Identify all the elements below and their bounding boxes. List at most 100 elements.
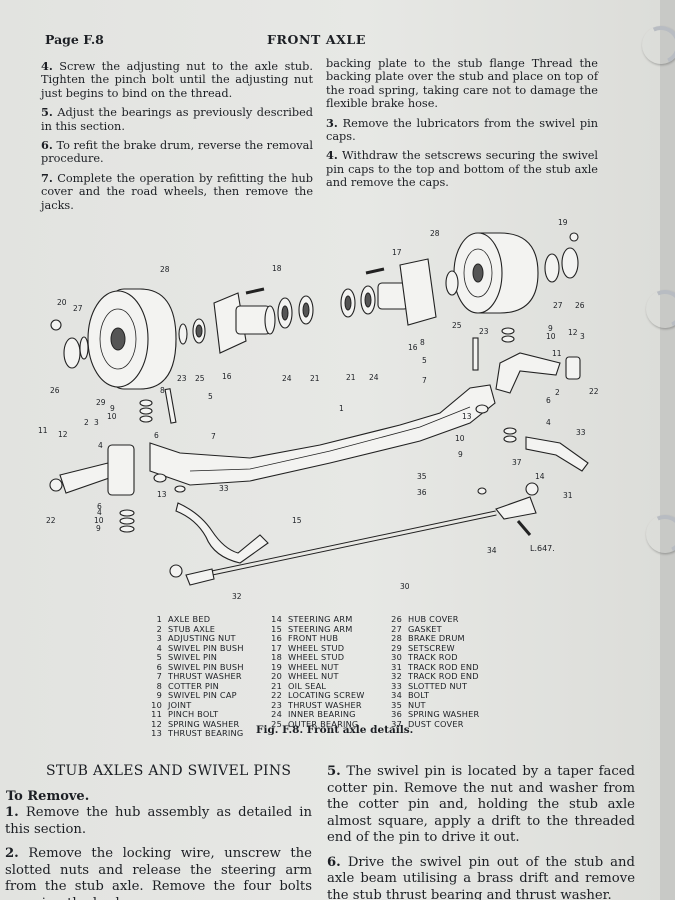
legend-item: 37Dust cover — [388, 718, 479, 730]
legend-number: 17 — [271, 642, 282, 653]
legend-item: 25Outer bearing — [268, 718, 365, 730]
legend-number: 13 — [151, 728, 162, 738]
legend-number: 16 — [271, 633, 282, 643]
callout: 10 — [546, 332, 556, 341]
manual-page: Page F.8 FRONT AXLE 4. Screw the adjusti… — [0, 0, 660, 900]
legend-text: Slotted nut — [408, 680, 468, 691]
legend-item: 36Spring washer — [388, 709, 480, 720]
legend-item: 30Track rod — [388, 652, 479, 663]
legend-text: Hub cover — [408, 614, 459, 624]
legend-number: 1 — [156, 614, 162, 624]
legend-text: Nut — [408, 699, 426, 710]
callout: 22 — [46, 516, 56, 525]
legend-item: 15Steering arm — [268, 624, 365, 635]
legend-number: 37 — [391, 718, 402, 729]
callout: 8 — [160, 386, 165, 395]
callout: 6 — [546, 396, 551, 405]
legend-item: 35 Nut — [388, 699, 479, 711]
left-front-hub — [213, 292, 276, 354]
legend-text: Joint — [168, 699, 192, 710]
legend-text: Oil seal — [288, 680, 327, 691]
legend-number: 2 — [156, 623, 162, 634]
legend-text: Wheel stud — [288, 652, 345, 662]
paragraph: 2. Remove the locking wire, unscrew the … — [5, 846, 312, 900]
section-title: STUB AXLES AND SWIVEL PINS — [46, 763, 292, 779]
callout: 27 — [553, 301, 563, 310]
callout: 36 — [417, 488, 427, 497]
legend-item: 1 Axle bed — [148, 614, 244, 625]
legend-text: Spring washer — [408, 709, 480, 719]
legend-item: 9Swivel pin cap — [148, 690, 244, 701]
paragraph: 5. Adjust the bearings as previously des… — [41, 105, 313, 133]
legend-item: 32Track rod end — [388, 671, 479, 682]
legend-text: Axle bed — [168, 614, 211, 624]
paragraph: 4. Screw the adjusting nut to the axle s… — [41, 59, 314, 100]
legend-item: 18Wheel stud — [268, 652, 365, 663]
callout: 14 — [535, 472, 545, 481]
top-left-column: 4. Screw the adjusting nut to the axle s… — [41, 59, 314, 218]
callout-labels: 1 2 3 2 3 4 6 4 10 9 5 5 6 6 4 7 7 8 8 9 — [38, 218, 599, 601]
legend-item: 33Slotted nut — [388, 680, 479, 692]
callout: 23 — [177, 374, 187, 383]
legend-text: Track rod end — [408, 671, 479, 681]
callout: 17 — [392, 248, 402, 257]
callout: 4 — [97, 508, 102, 517]
legend-number: 20 — [271, 671, 282, 681]
legend-number: 10 — [151, 699, 162, 710]
legend-number: 5 — [156, 652, 162, 662]
paragraph: 5. The swivel pin is located by a taper … — [327, 764, 635, 845]
legend-text: Outer bearing — [288, 718, 359, 729]
legend-text: Gasket — [408, 623, 442, 634]
legend-item: 21Oil seal — [268, 680, 365, 692]
legend-text: Thrust washer — [168, 671, 242, 681]
callout: 29 — [96, 398, 106, 407]
callout: 19 — [558, 218, 568, 227]
legend-number: 19 — [271, 661, 282, 672]
legend-item: 6Swivel pin bush — [148, 661, 244, 673]
paragraph: 6. Drive the swivel pin out of the stub … — [327, 854, 635, 900]
legend-text: Stub axle — [168, 623, 216, 634]
callout: 11 — [552, 349, 562, 358]
callout: 1 — [339, 404, 344, 413]
legend-text: Wheel stud — [288, 642, 345, 653]
legend-item: 19Wheel nut — [268, 661, 365, 673]
callout: 24 — [369, 373, 379, 382]
legend-text: Spring washer — [168, 718, 240, 729]
callout: 25 — [452, 321, 462, 330]
legend-number: 11 — [151, 709, 162, 719]
legend-item: 29Setscrew — [388, 642, 479, 654]
legend-number: 27 — [391, 623, 402, 634]
callout: 24 — [282, 374, 292, 383]
legend-item: 13Thrust bearing — [148, 728, 244, 739]
callout: 3 — [94, 418, 99, 427]
callout: 6 — [97, 502, 102, 511]
callout: 10 — [94, 516, 104, 525]
legend-number: 12 — [151, 718, 162, 729]
legend-text: Wheel nut — [288, 671, 339, 681]
callout: 31 — [563, 491, 573, 500]
legend-number: 6 — [156, 661, 162, 672]
callout: 2 — [555, 388, 560, 397]
page-title: FRONT AXLE — [267, 32, 366, 47]
callout: 12 — [568, 328, 578, 337]
legend-text: Cotter pin — [168, 680, 219, 691]
legend-text: Setscrew — [408, 642, 455, 653]
callout: 37 — [512, 458, 522, 467]
legend-item: 22Locating screw — [268, 690, 365, 701]
right-brake-drum — [453, 232, 539, 314]
legend-column-2: 14Steering arm15Steering arm16Front hub1… — [268, 614, 365, 730]
callout: 4 — [98, 441, 103, 450]
exploded-diagram: 1 2 3 2 3 4 6 4 10 9 5 5 6 6 4 7 7 8 8 9 — [0, 213, 660, 608]
callout: 18 — [272, 264, 282, 273]
callout: 9 — [96, 524, 101, 533]
legend-text: Brake drum — [408, 633, 465, 643]
callout: 20 — [57, 298, 67, 307]
legend-item: 2 Stub axle — [148, 623, 244, 635]
paragraph: 6. To refit the brake drum, reverse the … — [41, 138, 313, 166]
legend-text: Pinch bolt — [168, 709, 219, 719]
callout: 7 — [422, 376, 427, 385]
legend-item: 5Swivel pin — [148, 652, 244, 663]
legend-number: 35 — [391, 699, 402, 710]
legend-number: 7 — [156, 671, 162, 681]
legend-number: 31 — [391, 661, 402, 672]
